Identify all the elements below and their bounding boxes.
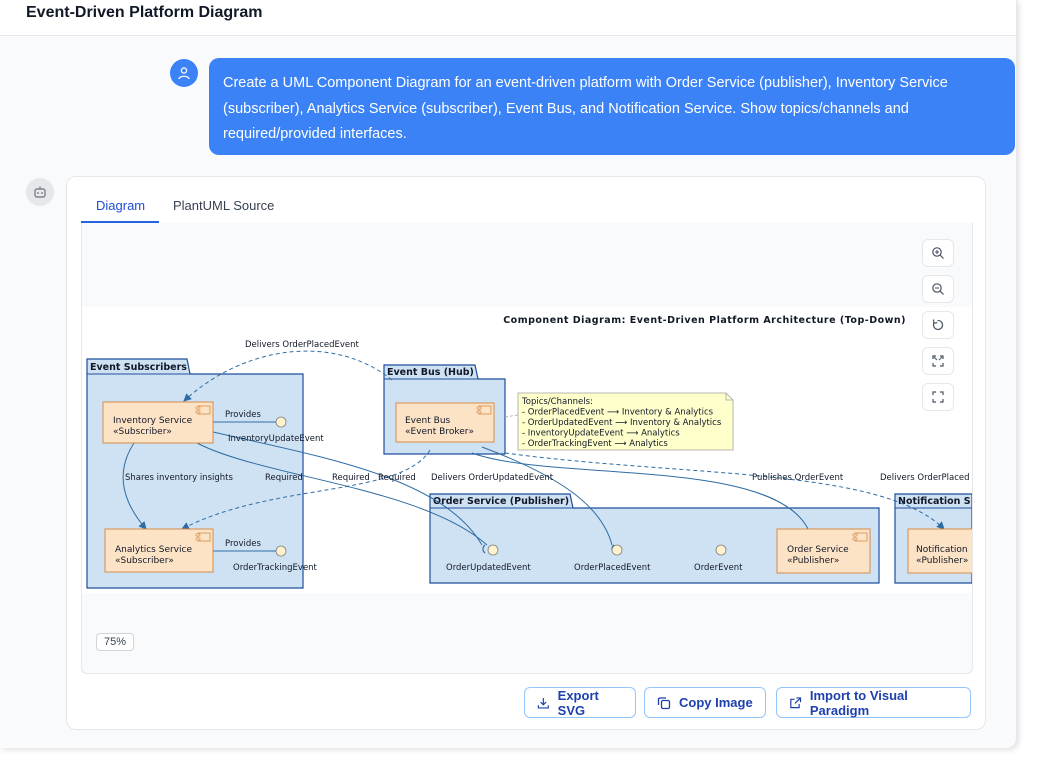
component-notification-service: Notification «Publisher»: [907, 528, 972, 574]
package-order-service: Order Service (Publisher): [429, 493, 880, 584]
component-event-bus: Event Bus «Event Broker»: [395, 402, 495, 443]
interface-label-order-placed: OrderPlacedEvent: [574, 563, 651, 573]
component-analytics-service: Analytics Service «Subscriber»: [104, 528, 214, 573]
edge-labels: Delivers OrderPlacedEvent Provides Provi…: [125, 340, 970, 549]
user-message: Create a UML Component Diagram for an ev…: [209, 58, 1015, 155]
package-label-order: Order Service (Publisher): [433, 496, 569, 507]
label-publishes: Publishes OrderEvent: [752, 473, 844, 483]
edge-required-3: [481, 446, 613, 546]
zoom-in-button[interactable]: [922, 239, 954, 267]
component-inventory-service: Inventory Service «Subscriber»: [102, 401, 214, 444]
edge-delivers-order-updated: [181, 449, 431, 530]
diagram-title: Component Diagram: Event-Driven Platform…: [503, 315, 906, 326]
external-link-icon: [790, 696, 802, 708]
edge-required-2: [212, 431, 483, 546]
zoom-out-button[interactable]: [922, 275, 954, 303]
copy-icon: [657, 696, 671, 709]
app-window: Event-Driven Platform Diagram Create a U…: [0, 0, 1017, 748]
order-name: Order Service: [787, 545, 849, 555]
edge-required-1: [196, 442, 488, 546]
zoom-in-icon: [932, 247, 944, 259]
copy-image-button[interactable]: Copy Image: [644, 687, 766, 718]
label-required-1: Required: [265, 473, 303, 483]
notification-name: Notification: [916, 545, 968, 555]
note-line-3: - OrderUpdatedEvent ⟶ Inventory & Analyt…: [522, 418, 722, 428]
interface-order-event: [715, 544, 727, 556]
package-label-subscribers: Event Subscribers: [90, 362, 187, 373]
component-diagram: Component Diagram: Event-Driven Platform…: [82, 307, 972, 593]
package-label-bus: Event Bus (Hub): [387, 367, 474, 378]
bot-icon: [34, 186, 46, 198]
topics-note: Topics/Channels: - OrderPlacedEvent ⟶ In…: [504, 392, 734, 451]
tab-diagram[interactable]: Diagram: [96, 198, 146, 213]
zoom-out-icon: [932, 283, 944, 295]
edge-publishes-order-event: [471, 452, 809, 530]
reset-icon: [932, 319, 944, 331]
fit-to-screen-button[interactable]: [922, 347, 954, 375]
label-required-3: Required: [378, 473, 416, 483]
bus-stereotype: «Event Broker»: [405, 427, 474, 437]
import-vp-label: Import to Visual Paradigm: [809, 687, 908, 718]
copy-image-label: Copy Image: [679, 695, 753, 710]
note-line-1: Topics/Channels:: [521, 397, 593, 407]
fit-icon: [932, 355, 944, 367]
assistant-response-card: Diagram PlantUML Source Component Diagra…: [66, 176, 986, 730]
label-provides-2: Provides: [225, 539, 262, 549]
label-delivers-placed: Delivers OrderPlacedEvent: [245, 340, 360, 350]
order-stereotype: «Publisher»: [787, 556, 839, 566]
user-avatar: [170, 59, 198, 87]
diagram-edges: [122, 350, 945, 554]
interface-label-inventory-update: InventoryUpdateEvent: [228, 434, 324, 444]
export-svg-button[interactable]: Export SVG: [524, 687, 636, 718]
inventory-stereotype: «Subscriber»: [113, 427, 172, 437]
tab-plantuml-source[interactable]: PlantUML Source: [173, 198, 275, 213]
active-tab-indicator: [81, 221, 159, 223]
interface-order-updated: [487, 544, 499, 556]
label-provides-1: Provides: [225, 410, 262, 420]
bus-name: Event Bus: [405, 416, 451, 426]
fullscreen-icon: [932, 391, 944, 403]
label-required-2: Required: [332, 473, 370, 483]
label-delivers-updated: Delivers OrderUpdatedEvent: [431, 473, 554, 483]
import-visual-paradigm-button[interactable]: Import to Visual Paradigm: [776, 687, 971, 718]
note-line-5: - OrderTrackingEvent ⟶ Analytics: [522, 439, 668, 449]
interfaces: InventoryUpdateEvent OrderTrackingEvent …: [228, 416, 743, 573]
edge-delivers-order-placed-right: [504, 452, 945, 530]
note-line-4: - InventoryUpdateEvent ⟶ Analytics: [522, 429, 680, 439]
page-title: Event-Driven Platform Diagram: [26, 4, 263, 21]
reset-view-button[interactable]: [922, 311, 954, 339]
interface-inventory-update: [275, 416, 287, 428]
inventory-name: Inventory Service: [113, 416, 193, 426]
interface-label-order-updated: OrderUpdatedEvent: [446, 563, 531, 573]
label-shares: Shares inventory insights: [125, 473, 233, 483]
edge-delivers-order-placed: [183, 350, 393, 402]
label-delivers-placed-right: Delivers OrderPlaced: [880, 473, 970, 483]
interface-order-tracking: [275, 545, 287, 557]
analytics-name: Analytics Service: [115, 545, 192, 555]
user-icon: [178, 67, 190, 80]
download-icon: [537, 697, 549, 709]
interface-label-order-tracking: OrderTrackingEvent: [233, 563, 318, 573]
bot-avatar: [26, 178, 54, 206]
component-order-service: Order Service «Publisher»: [776, 528, 871, 574]
interface-label-order-event: OrderEvent: [694, 563, 743, 573]
note-line-2: - OrderPlacedEvent ⟶ Inventory & Analyti…: [522, 408, 714, 418]
package-label-notification: Notification S: [898, 496, 971, 507]
fullscreen-button[interactable]: [922, 383, 954, 411]
export-svg-label: Export SVG: [557, 687, 599, 718]
interface-order-placed: [611, 544, 623, 556]
notification-stereotype: «Publisher»: [916, 556, 968, 566]
header-bar: Event-Driven Platform Diagram: [0, 0, 1016, 36]
diagram-canvas[interactable]: Component Diagram: Event-Driven Platform…: [81, 223, 973, 674]
zoom-level-badge: 75%: [96, 633, 135, 651]
edge-shares-insights: [122, 442, 147, 530]
tab-bar: Diagram PlantUML Source: [81, 191, 971, 224]
analytics-stereotype: «Subscriber»: [115, 556, 174, 566]
